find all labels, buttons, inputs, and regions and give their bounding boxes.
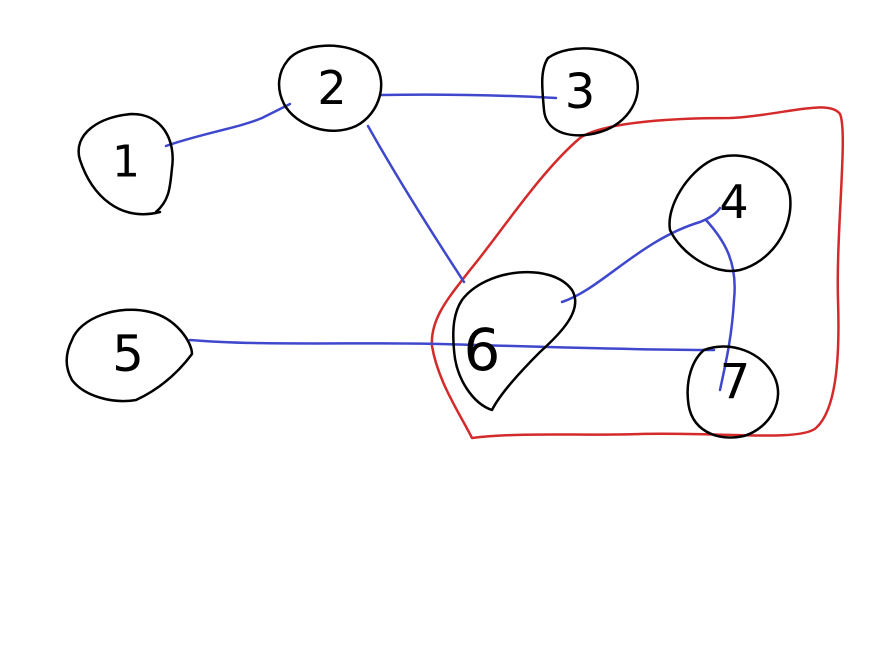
node-label-4: 4 — [719, 175, 748, 229]
node-outline-6 — [452, 270, 577, 412]
node-outline-7 — [686, 345, 780, 439]
node-label-3: 3 — [565, 64, 596, 120]
node-label-6: 6 — [464, 316, 501, 384]
node-label-5: 5 — [112, 325, 144, 383]
node-label-7: 7 — [720, 354, 751, 410]
node-outline-4 — [668, 154, 792, 273]
node-5: 5 — [65, 308, 194, 403]
edge-4-7 — [704, 218, 736, 392]
group-outline — [430, 106, 845, 440]
edge-6-4 — [560, 206, 722, 304]
node-3: 3 — [541, 47, 640, 137]
edge-layer — [164, 93, 736, 392]
edge-2-6 — [366, 124, 466, 284]
edge-5-7 — [188, 338, 716, 352]
group-layer — [430, 106, 845, 440]
node-outline-2 — [277, 44, 383, 132]
edge-1-2 — [164, 102, 292, 148]
node-outline-1 — [77, 112, 174, 216]
node-outline-3 — [541, 47, 640, 137]
node-6: 6 — [452, 270, 577, 412]
node-label-2: 2 — [317, 61, 346, 115]
node-layer: 1 2 3 4 5 6 7 — [65, 44, 792, 439]
node-label-1: 1 — [112, 137, 140, 188]
edge-2-3 — [378, 93, 558, 100]
node-2: 2 — [277, 44, 383, 132]
node-1: 1 — [77, 112, 174, 216]
node-7: 7 — [686, 345, 780, 439]
node-outline-5 — [65, 308, 194, 403]
node-4: 4 — [668, 154, 792, 273]
